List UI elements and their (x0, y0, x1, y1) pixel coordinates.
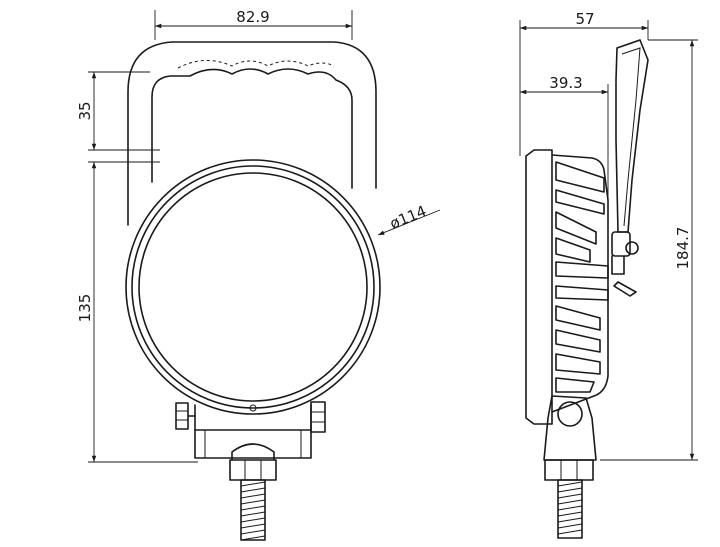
lens-marker (249, 404, 257, 412)
dim-handle-width: 82.9 (236, 8, 269, 26)
side-view: 57 39.3 184.7 (519, 10, 698, 539)
handle-inner (151, 68, 353, 189)
mount-bracket (194, 404, 312, 459)
lens-inner-ring (138, 172, 368, 402)
dim-overall-height: 184.7 (674, 227, 692, 270)
side-lens-face (525, 149, 553, 425)
side-switch (613, 281, 637, 297)
cooling-fins (555, 161, 609, 393)
left-knob (175, 402, 189, 430)
center-mount (231, 443, 275, 461)
pivot-bolt (625, 241, 639, 255)
dim-lens-to-bottom: 135 (76, 294, 94, 323)
side-mount-knob (557, 401, 583, 427)
dim-side-body: 39.3 (549, 74, 582, 92)
right-nut (310, 401, 326, 433)
dim-handle-grip: 35 (76, 101, 94, 120)
side-bolt (557, 479, 583, 539)
hex-nut (229, 459, 277, 481)
lens-middle-ring (131, 165, 375, 409)
side-hex-nut (544, 459, 594, 481)
side-mount (543, 395, 597, 461)
pivot-block (611, 231, 631, 257)
dim-lens-diameter: ø114 (387, 202, 429, 233)
grip-ridge (177, 60, 335, 69)
front-view: 82.9 35 135 ø114 (76, 8, 441, 541)
lens-outer-ring (125, 159, 381, 415)
handle-outer (127, 41, 377, 226)
side-handle (615, 39, 649, 233)
dim-side-depth: 57 (575, 10, 594, 28)
